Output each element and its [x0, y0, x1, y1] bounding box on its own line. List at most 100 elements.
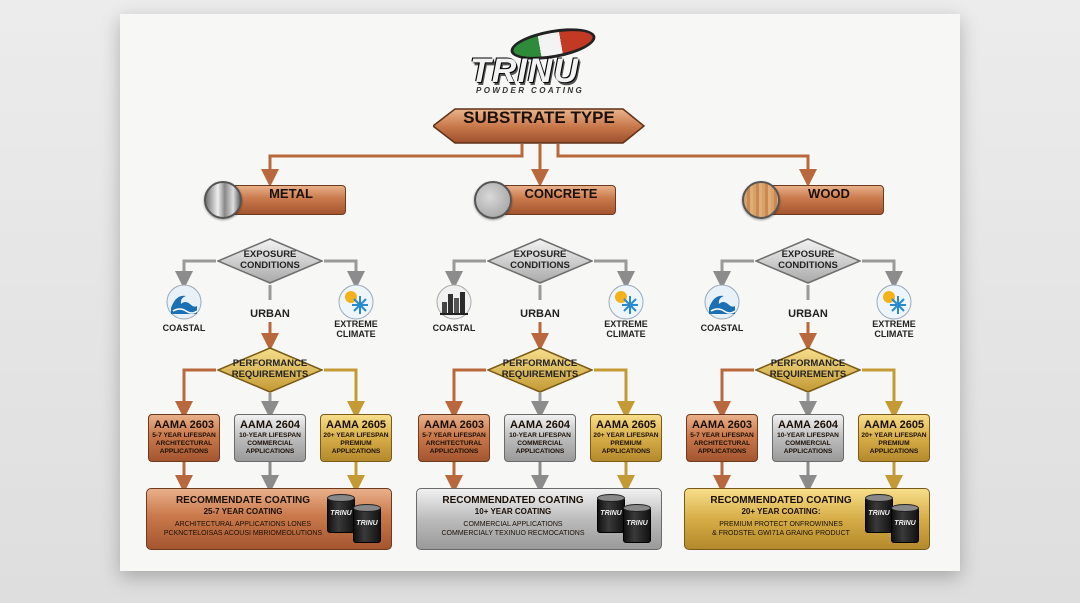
exposure-line-1: EXPOSURE: [781, 249, 835, 260]
paint-can-icon: TRINU: [597, 494, 625, 533]
substrate-type-label: SUBSTRATE TYPE: [463, 108, 615, 127]
left-label-line-1: COASTAL: [700, 323, 744, 333]
connector-line: [175, 259, 216, 289]
recommendation-line-2: & FRODSTEL GWI71A GRAING PRODUCT: [712, 530, 850, 537]
standard-lifespan: 10-YEAR LIFESPAN: [777, 432, 839, 439]
recommendation-heading: RECOMMENDATED COATING: [710, 495, 852, 506]
city-skyline-icon: [436, 284, 472, 320]
wood-disc-icon: [742, 181, 780, 219]
paint-can-brand: TRINU: [894, 520, 916, 527]
sun-snowflake-icon: [876, 284, 912, 320]
standard-title: AAMA 2604: [509, 419, 571, 431]
connector-line: [713, 368, 754, 419]
paint-can-icon: TRINU: [623, 504, 651, 543]
exposure-option-urban: URBAN: [788, 308, 828, 320]
exposure-line-2: CONDITIONS: [510, 260, 570, 271]
performance-line-2: REQUIREMENTS: [501, 369, 579, 380]
paint-can-icon: TRINU: [327, 494, 355, 533]
standard-title: AAMA 2604: [239, 419, 301, 431]
sun-snowflake-icon: [338, 284, 374, 320]
paint-can-icon: TRINU: [891, 504, 919, 543]
recommendation-line-1: COMMERCIAL APPLICATIONS: [463, 521, 563, 528]
standard-application-suffix: APPLICATIONS: [245, 448, 295, 455]
standard-title: AAMA 2605: [595, 419, 657, 431]
performance-line-2: REQUIREMENTS: [231, 369, 309, 380]
recommendation-line-1: ARCHITECTURAL APPLICATIONS LONES: [174, 521, 312, 528]
standard-lifespan: 5-7 YEAR LIFESPAN: [152, 432, 216, 439]
performance-line-1: PERFORMANCE: [502, 358, 578, 369]
substrate-metal-node: METAL: [222, 185, 346, 215]
standard-lifespan: 10-YEAR LIFESPAN: [239, 432, 301, 439]
standard-application-suffix: APPLICATIONS: [601, 448, 651, 455]
exposure-line-2: CONDITIONS: [778, 260, 838, 271]
recommendation-years: 20+ YEAR COATING:: [741, 507, 821, 516]
standard-application: COMMERCIAL: [517, 440, 563, 447]
standard-lifespan: 5-7 YEAR LIFESPAN: [690, 432, 754, 439]
paint-can-brand: TRINU: [868, 510, 890, 517]
standard-application-suffix: APPLICATIONS: [429, 448, 479, 455]
standard-application-suffix: APPLICATIONS: [331, 448, 381, 455]
recommendation-heading: RECOMMENDATED COATING: [442, 495, 584, 506]
standard-application: PREMIUM: [340, 440, 372, 447]
standard-title: AAMA 2603: [153, 419, 215, 431]
substrate-concrete-node: CONCRETE: [492, 185, 616, 215]
left-label-line-1: COASTAL: [162, 323, 206, 333]
right-label-line-1: EXTREME: [334, 319, 378, 329]
right-label-line-2: CLIMATE: [336, 329, 376, 339]
exposure-option-urban: URBAN: [250, 308, 290, 320]
standard-application-suffix: APPLICATIONS: [697, 448, 747, 455]
recommendation-years: 10+ YEAR COATING: [474, 507, 552, 516]
recommendation-line-1: PREMIUM PROTECT ONFROWINNES: [719, 521, 843, 528]
substrate-label: METAL: [269, 186, 313, 201]
paint-can-icon: TRINU: [353, 504, 381, 543]
standard-application: COMMERCIAL: [247, 440, 293, 447]
standard-application: ARCHITECTURAL: [155, 440, 213, 447]
connector-line: [862, 368, 903, 419]
paint-can-brand: TRINU: [356, 520, 378, 527]
standard-application: COMMERCIAL: [785, 440, 831, 447]
exposure-line-1: EXPOSURE: [513, 249, 567, 260]
substrate-type-node: SUBSTRATE TYPE: [433, 108, 645, 144]
exposure-option-urban: URBAN: [520, 308, 560, 320]
wave-icon: [166, 284, 202, 320]
recommendation-details: PREMIUM PROTECT ONFROWINNES & FRODSTEL GW…: [695, 520, 867, 538]
recommendation-line-2: COMMERCIALY TEXINUO RECMOCATIONS: [441, 530, 585, 537]
exposure-option-left: COASTAL: [149, 323, 219, 333]
recommendation-line-2: PCKNCTELOISAS ACOUSI MBRIOMEOLUTIONS: [163, 530, 323, 537]
exposure-line-2: CONDITIONS: [240, 260, 300, 271]
standard-title: AAMA 2604: [777, 419, 839, 431]
substrate-label: WOOD: [808, 186, 850, 201]
concrete-disc-icon: [474, 181, 512, 219]
connector-line: [445, 259, 486, 289]
standard-application: ARCHITECTURAL: [693, 440, 751, 447]
connector-line: [862, 259, 903, 289]
connector-line: [445, 368, 486, 419]
right-label-line-1: EXTREME: [872, 319, 916, 329]
standard-title: AAMA 2603: [691, 419, 753, 431]
standard-title: AAMA 2605: [863, 419, 925, 431]
logo-tagline: POWDER COATING: [476, 86, 585, 95]
standard-lifespan: 10-YEAR LIFESPAN: [509, 432, 571, 439]
right-label-line-2: CLIMATE: [606, 329, 646, 339]
standard-application-suffix: APPLICATIONS: [783, 448, 833, 455]
standard-application: ARCHITECTURAL: [425, 440, 483, 447]
standard-application-suffix: APPLICATIONS: [869, 448, 919, 455]
standard-title: AAMA 2603: [423, 419, 485, 431]
